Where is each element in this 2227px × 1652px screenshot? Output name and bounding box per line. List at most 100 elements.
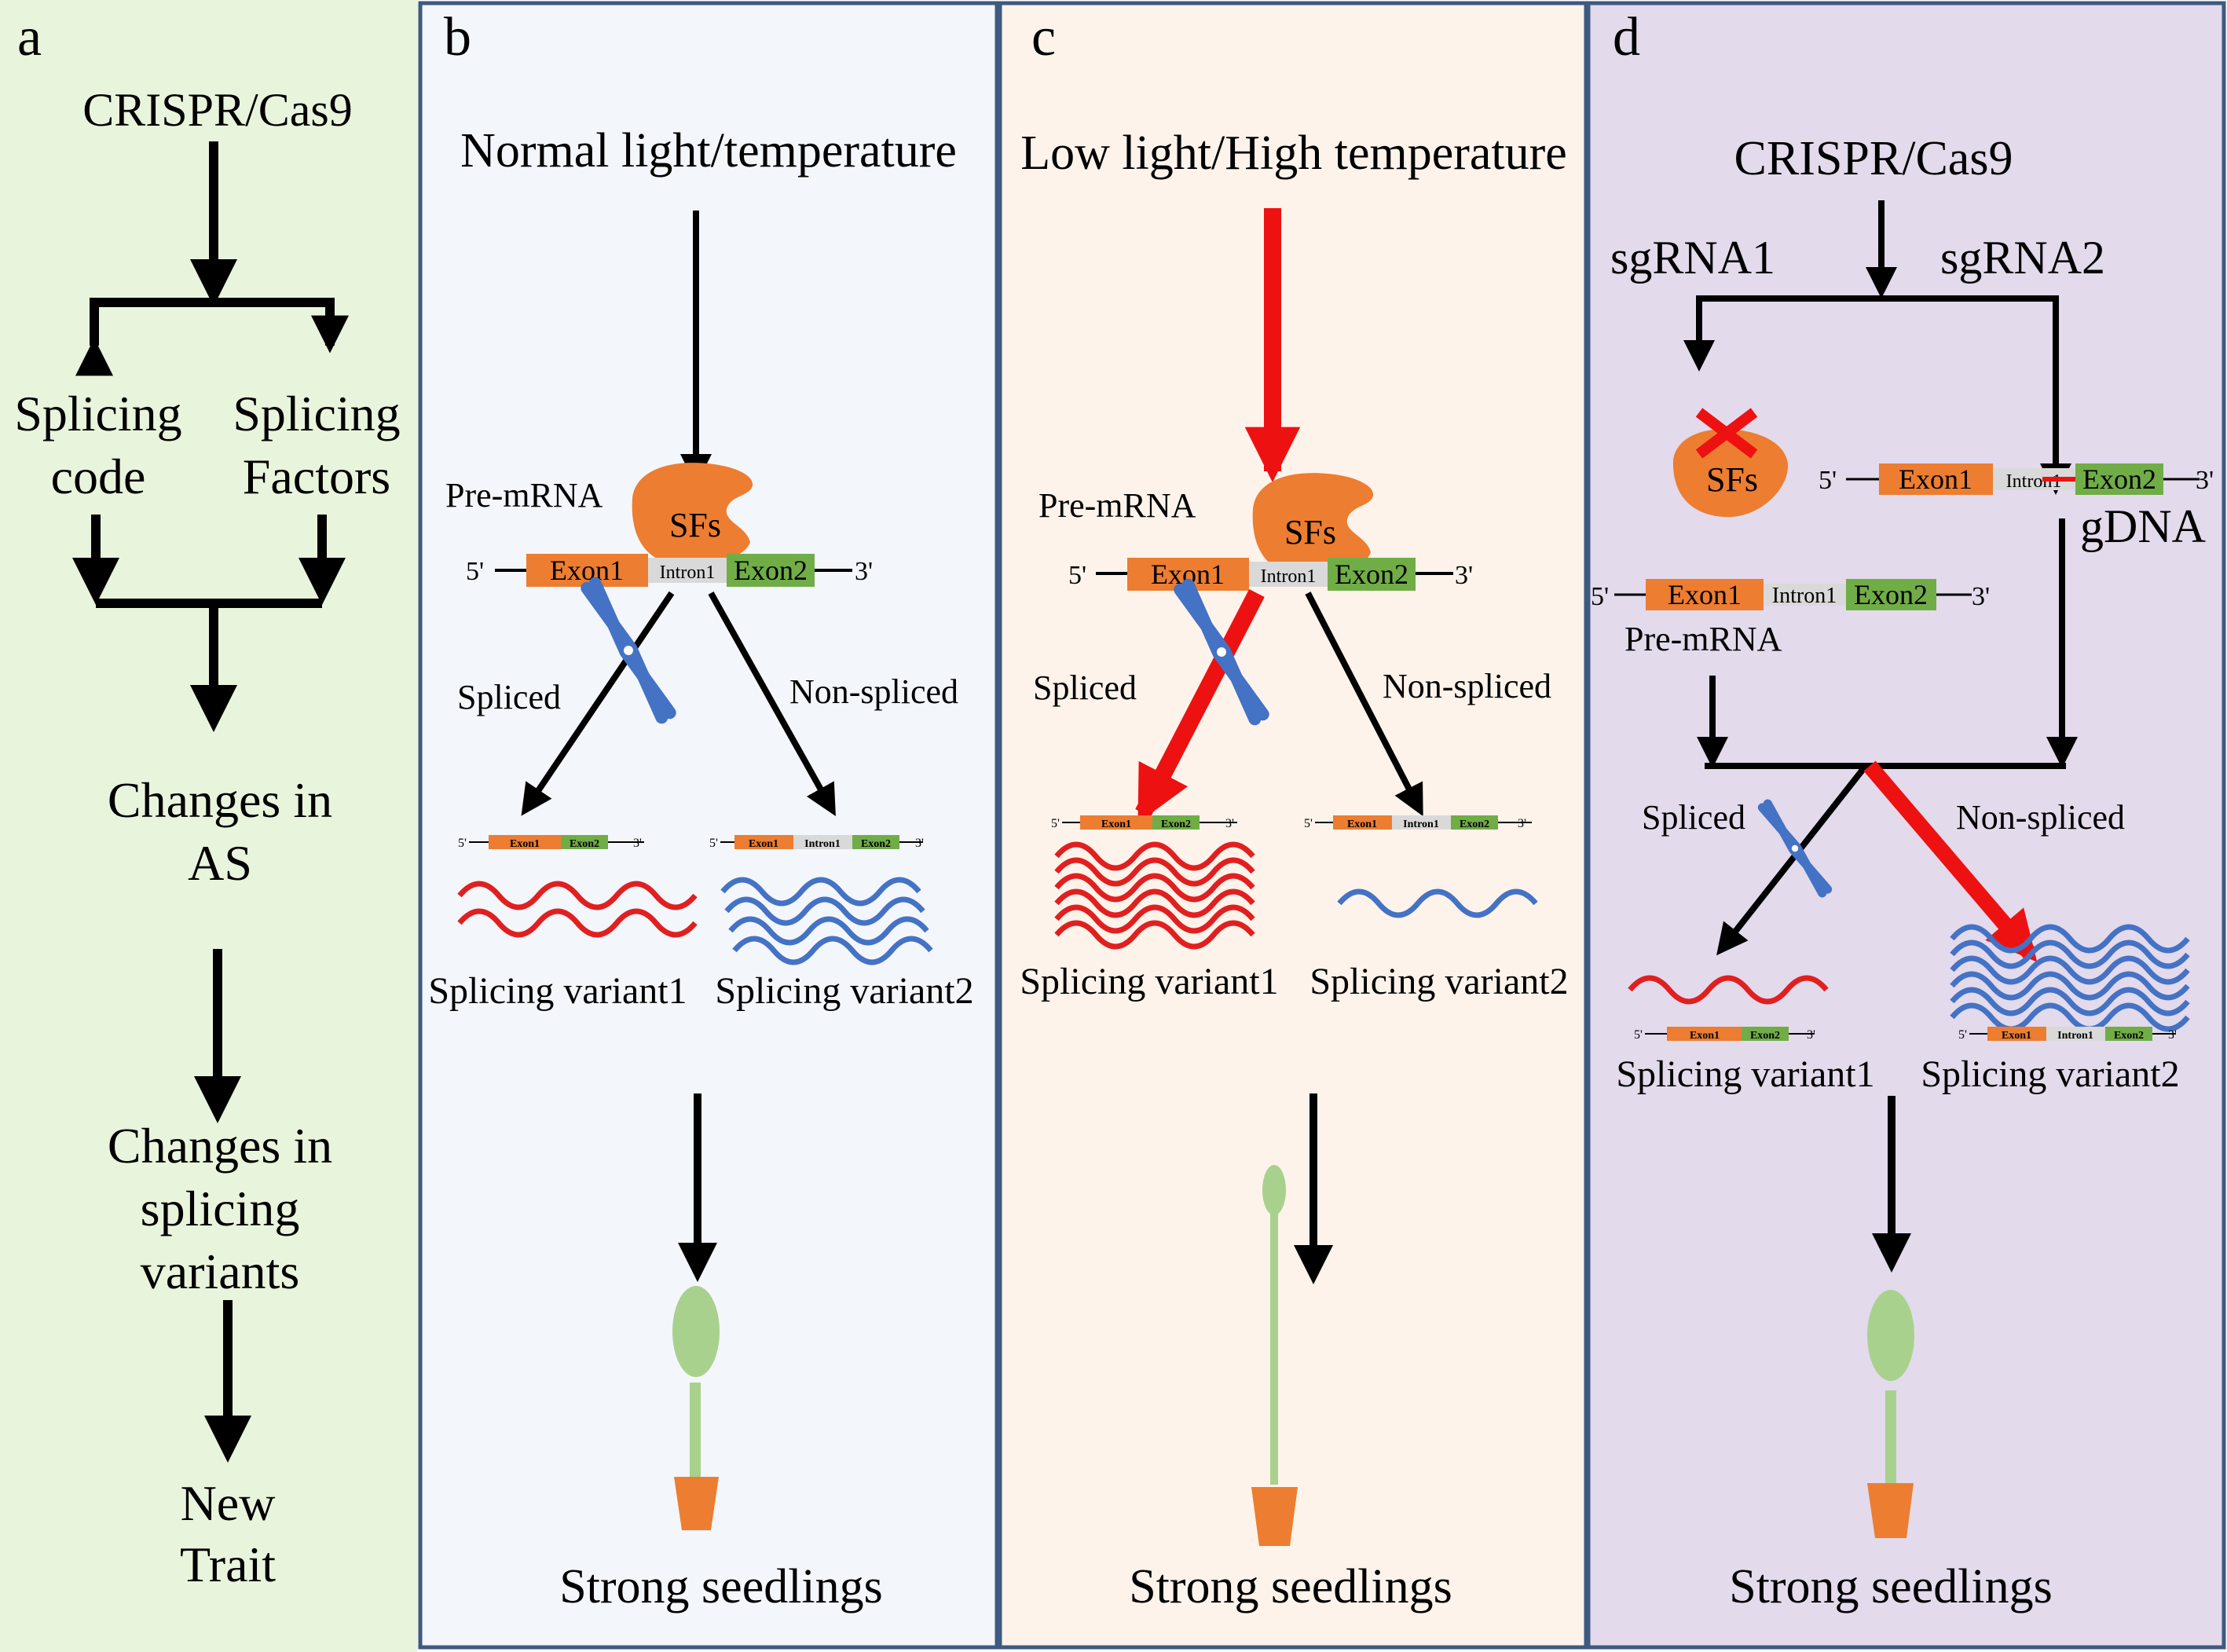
exon2-block	[1328, 558, 1416, 591]
splicing-code-label-2: code	[51, 449, 146, 504]
gdna-construct: 5' Exon1 Intron1 Exon2 3'	[1819, 463, 2214, 495]
mrna-wave	[724, 896, 925, 926]
three-prime-label: 3'	[2196, 466, 2214, 495]
exon1-label: Exon1	[550, 555, 624, 586]
spliced-arrow	[521, 591, 675, 816]
exon1-block	[1333, 815, 1392, 830]
changes-in-variants-label-3: variants	[141, 1244, 300, 1299]
strong-seedlings-label: Strong seedlings	[559, 1560, 883, 1614]
mrna-wave	[1054, 841, 1255, 871]
exon1-block	[734, 835, 793, 849]
variant1-mrna: 5' Exon1 Exon2 3'	[1051, 815, 1237, 830]
three-prime-label: 3'	[2168, 1028, 2177, 1042]
exon2-block	[1846, 579, 1936, 610]
three-prime-label: 3'	[855, 557, 873, 586]
five-prime-label: 5'	[1958, 1028, 1967, 1042]
changes-in-as-label: Changes in	[108, 772, 332, 828]
seedling-icon	[672, 1286, 720, 1530]
mrna-wave	[728, 916, 929, 946]
three-prime-label: 3'	[1972, 582, 1990, 611]
exon2-label: Exon2	[1460, 819, 1489, 830]
exon2-block	[1152, 815, 1200, 830]
changes-in-as-label-2: AS	[188, 835, 252, 891]
three-prime-label: 3'	[1225, 817, 1234, 830]
sgrna-branch	[1683, 295, 2071, 495]
strong-seedlings-label: Strong seedlings	[1129, 1560, 1452, 1614]
crispr-cas9-label: CRISPR/Cas9	[82, 84, 352, 136]
intron1-block	[1764, 584, 1846, 606]
variant1-mrna: 5' Exon1 Exon2 3'	[1634, 1027, 1815, 1042]
exon2-block	[1451, 815, 1498, 830]
variant2-label: Splicing variant2	[715, 970, 973, 1012]
spliced-arrow	[1716, 764, 1869, 956]
splicing-factor-blob	[632, 463, 753, 565]
five-prime-label: 5'	[1068, 561, 1086, 590]
mrna-wave	[1054, 904, 1255, 934]
five-prime-label: 5'	[709, 837, 718, 850]
mrna-wave	[457, 881, 698, 910]
mrna-wave	[1950, 987, 2190, 1016]
exon2-label: Exon2	[570, 838, 599, 850]
non-spliced-label: Non-spliced	[1956, 798, 2125, 837]
mrna-wave	[1628, 975, 1829, 1005]
intron1-label: Intron1	[1403, 819, 1439, 830]
mrna-wave	[1950, 955, 2190, 985]
changes-in-variants-label: Changes in	[108, 1118, 332, 1174]
exon2-block	[2105, 1027, 2152, 1041]
exon1-label: Exon1	[2002, 1030, 2031, 1042]
exon2-block	[1742, 1027, 1789, 1041]
non-spliced-label: Non-spliced	[789, 672, 958, 711]
three-prime-label: 3'	[1807, 1028, 1815, 1042]
exon1-label: Exon1	[749, 838, 778, 850]
strong-seedlings-label: Strong seedlings	[1729, 1560, 2053, 1614]
exon1-label: Exon1	[510, 838, 540, 850]
intron1-label: Intron1	[1772, 584, 1837, 608]
intron1-block	[1392, 815, 1451, 830]
variant2-label: Splicing variant2	[1309, 961, 1568, 1002]
exon2-label: Exon2	[1854, 579, 1928, 610]
pre-mrna-construct: 5' Exon1 Intron1 Exon2 3'	[1591, 579, 1990, 611]
non-spliced-arrow	[708, 592, 836, 816]
mrna-wave	[457, 908, 698, 938]
exon1-block	[1646, 579, 1764, 610]
five-prime-label: 5'	[1634, 1028, 1643, 1042]
mrna-wave	[1950, 924, 2190, 954]
intron1-label: Intron1	[1261, 566, 1317, 587]
new-trait-label: New	[181, 1475, 276, 1531]
panel-letter-a: a	[17, 7, 42, 68]
sfs-label: SFs	[1706, 460, 1758, 499]
pre-mrna-label: Pre-mRNA	[1624, 620, 1782, 658]
scissors-icon	[1174, 578, 1269, 726]
sgrna2-label: sgRNA2	[1940, 232, 2105, 284]
splicing-factors-label-2: Factors	[243, 449, 390, 504]
condition-title: Normal light/temperature	[460, 124, 957, 178]
three-prime-label: 3'	[915, 837, 924, 850]
intron1-block	[1249, 562, 1328, 587]
panel-letter-d: d	[1613, 7, 1640, 68]
panel-letter-b: b	[444, 7, 471, 68]
splicing-factors-label: Splicing	[233, 386, 400, 441]
five-prime-label: 5'	[458, 837, 467, 850]
five-prime-label: 5'	[1819, 466, 1837, 495]
variant2-mrna: 5' Exon1 Intron1 Exon2 3'	[1304, 815, 1532, 830]
three-prime-label: 3'	[1455, 561, 1473, 590]
variant2-label: Splicing variant2	[1921, 1053, 2179, 1095]
scissors-icon	[581, 577, 676, 724]
exon1-block	[526, 554, 648, 587]
exon1-block	[489, 835, 561, 849]
intron1-block	[648, 558, 727, 583]
spliced-label: Spliced	[1642, 798, 1745, 837]
spliced-label: Spliced	[1033, 668, 1137, 707]
mrna-wave	[1950, 1002, 2190, 1032]
gdna-label: gDNA	[2080, 500, 2206, 552]
exon1-label: Exon1	[1101, 819, 1131, 830]
sfs-label: SFs	[1284, 513, 1336, 551]
mrna-wave	[1054, 873, 1255, 903]
exon2-label: Exon2	[734, 555, 808, 586]
exon2-block	[561, 835, 608, 849]
exon2-label: Exon2	[2082, 463, 2156, 495]
pre-mrna-label: Pre-mRNA	[1038, 486, 1196, 525]
crispr-cas9-label: CRISPR/Cas9	[1734, 132, 2013, 185]
variant1-mrna: 5' Exon1 Exon2 3'	[458, 835, 644, 850]
